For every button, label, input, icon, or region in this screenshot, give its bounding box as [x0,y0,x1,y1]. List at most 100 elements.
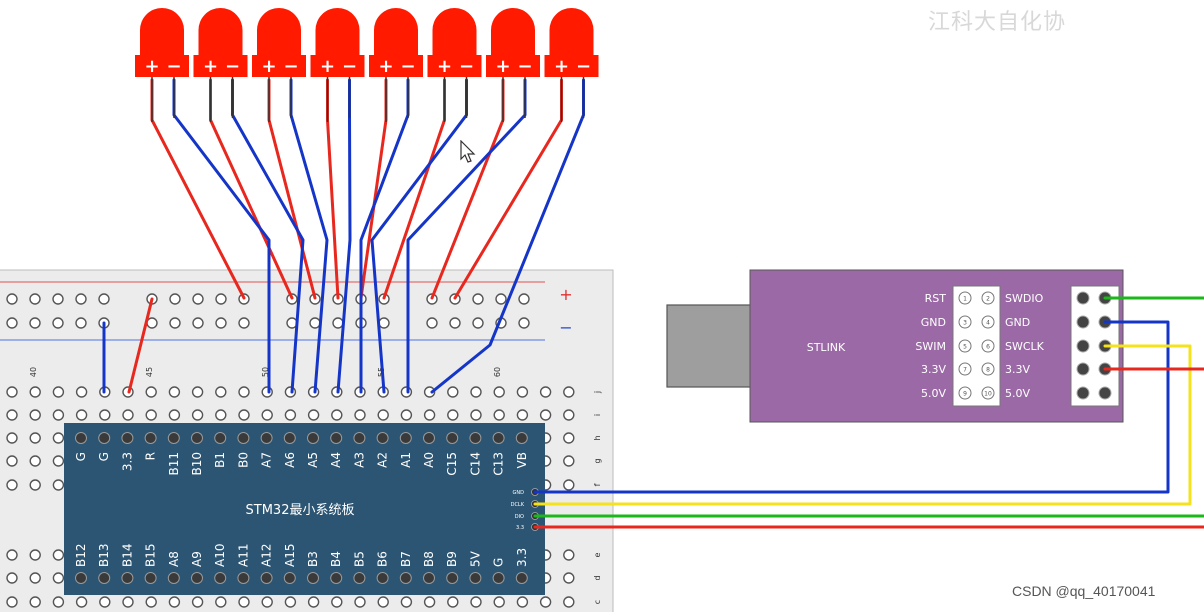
stlink-pin-number: 9 [963,391,967,398]
breadboard-hole [238,317,250,329]
led-plus-label: + [378,56,393,77]
led-plus-label: + [495,56,510,77]
breadboard-hole [98,293,110,305]
breadboard-hole [354,596,366,608]
breadboard-hole [191,409,204,421]
breadboard-hole [145,596,157,608]
mcu-pin-top [121,432,134,444]
breadboard-hole [191,596,204,608]
mcu-pin-top [307,432,319,444]
led-dome [257,8,301,70]
mcu-pin-bottom [446,572,459,584]
breadboard-hole [472,293,484,305]
mcu-pin-top [492,432,505,444]
mcu-pin-top [260,432,273,444]
mcu-pin-label-bottom: A10 [213,544,227,567]
breadboard-hole [423,409,436,421]
stlink-header-pin [958,362,972,376]
led-flange [369,55,423,77]
mcu-pin-label-bottom: B8 [422,551,436,567]
breadboard-hole [29,479,41,491]
led-minus-label: − [166,56,181,77]
stlink-right-label: 5.0V [1005,387,1030,400]
breadboard-hole [261,409,273,421]
mcu-pin-label-top: VB [515,452,529,468]
mcu-pin-bottom [376,572,389,584]
mcu-pin-label-bottom: G [492,558,506,567]
led-dome [315,8,360,70]
mcu-pin-label-top: A7 [260,452,274,468]
mcu-pin-label-top: A3 [352,452,366,468]
led-plus-label: + [144,56,159,77]
stlink-header-pin [981,315,995,329]
mcu-pin-label-top: B0 [236,452,250,468]
swd-pin-label: DCLK [511,502,525,508]
led-plus-label: + [554,56,569,77]
breadboard-hole [146,317,158,329]
row-letter: e [593,552,602,557]
breadboard-hole [122,409,134,421]
led: +− [427,8,482,122]
mcu-pin-bottom [492,572,505,584]
breadboard-hole [52,409,65,421]
breadboard-hole [29,409,41,421]
breadboard-hole [29,596,41,608]
led-dome [140,8,184,70]
mcu-pin-label-top: G [97,452,111,461]
mcu-pin-label-top: B11 [167,452,181,476]
watermark: CSDN @qq_40170041 [1012,583,1156,599]
stlink-right-label: 3.3V [1005,363,1030,376]
stlink-pin-number: 4 [986,320,990,327]
mcu-pin-bottom [237,572,250,584]
led-dome [374,8,418,70]
led: +− [135,8,189,122]
stlink-pin-number: 3 [963,320,967,327]
breadboard-hole [99,596,111,608]
mcu-pin-top [144,432,157,444]
led-minus-label: − [576,56,591,77]
breadboard-hole [6,386,18,398]
breadboard-hole [563,455,575,467]
mcu-pin-top [353,432,366,444]
mcu-pin-label-top: A6 [283,452,297,468]
stlink-left-label: 3.3V [921,363,946,376]
led: +− [486,8,540,122]
mcu-pin-top [399,432,412,444]
breadboard-hole [447,386,459,398]
led-minus-label: − [283,56,298,77]
mcu-pin-top [167,432,180,444]
mcu-pin-bottom [214,572,227,584]
breadboard-hole [145,386,157,398]
stlink-left-label: RST [925,292,947,305]
breadboard-hole [191,386,204,398]
mcu-pin-label-bottom: A9 [190,551,204,567]
led: +− [193,8,248,122]
mcu-pin-label-top: G [74,452,88,461]
breadboard-hole [52,455,65,467]
breadboard-hole [6,293,18,305]
mcu-pin-label-top: B10 [190,452,204,476]
stlink-header-pin [958,291,972,305]
led: +− [252,8,306,122]
stlink-right-label: SWCLK [1005,340,1045,353]
breadboard-hole [6,317,18,329]
breadboard-hole [516,596,529,608]
mcu-pin-top [75,432,87,444]
mcu-pin-bottom [399,572,412,584]
mcu-pin-label-bottom: A12 [260,544,274,567]
breadboard-hole [29,455,41,467]
row-letter: f [593,483,602,486]
mcu-pin-bottom [515,572,528,584]
mcu-pin-label-top: B1 [213,452,227,468]
stlink-output-pin [1076,291,1090,305]
mcu-pin-label-bottom: B13 [97,543,111,567]
breadboard-hole [169,293,181,305]
breadboard-hole [52,479,65,491]
breadboard-hole [493,596,505,608]
stlink-pin-number: 7 [963,367,967,374]
mcu-pin-bottom [423,572,435,584]
breadboard-hole [563,596,575,608]
breadboard-hole [6,549,18,561]
breadboard-hole [470,596,482,608]
